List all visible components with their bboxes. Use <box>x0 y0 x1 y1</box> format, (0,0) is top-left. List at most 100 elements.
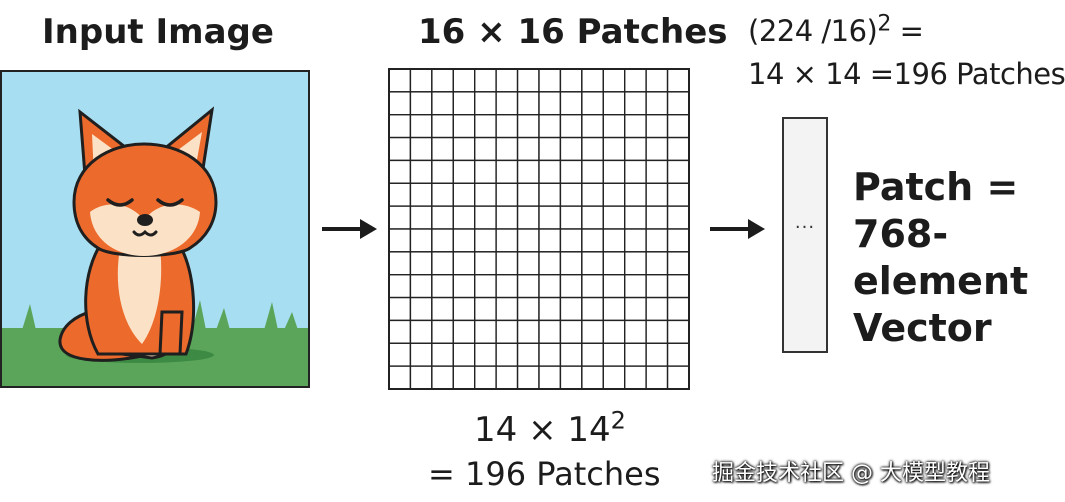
patch-cell <box>538 205 562 230</box>
patch-cell <box>474 205 497 230</box>
grass-tufts <box>22 300 298 330</box>
patch-cell <box>516 91 540 116</box>
patch-cell <box>474 319 497 344</box>
patch-cell <box>431 274 454 299</box>
right-arrow-icon <box>322 219 377 239</box>
patch-cell <box>431 319 454 344</box>
patch-cell <box>409 319 433 344</box>
patch-cell <box>559 274 583 299</box>
vector-label-line: Patch = <box>853 165 1019 209</box>
formula-equals: = <box>890 14 924 48</box>
patch-cell <box>495 205 519 230</box>
patch-cell <box>581 91 604 116</box>
patch-cell <box>645 228 669 253</box>
patch-cell <box>452 228 476 253</box>
patch-cell <box>602 319 626 344</box>
watermark: 掘金技术社区 @ 大模型教程 <box>712 461 990 486</box>
patch-cell <box>602 68 626 93</box>
patch-cell <box>538 365 562 390</box>
patch-cell <box>409 274 433 299</box>
patch-cell <box>409 228 433 253</box>
patch-cell <box>474 136 497 162</box>
patch-cell <box>538 91 562 116</box>
patch-cell <box>602 342 626 367</box>
patch-cell <box>666 91 690 116</box>
patch-cell <box>516 182 540 207</box>
fox-mouth <box>132 229 158 237</box>
patch-cell <box>624 91 647 116</box>
patch-cell <box>431 251 454 276</box>
patch-cell <box>495 228 519 253</box>
patch-cell <box>581 274 604 299</box>
patch-cell <box>388 296 412 322</box>
patch-cell <box>645 296 669 322</box>
patch-cell <box>559 91 583 116</box>
patch-cell <box>624 68 647 93</box>
patch-cell <box>495 68 519 93</box>
patch-cell <box>516 136 540 162</box>
patch-cell <box>581 182 604 207</box>
patch-cell <box>602 228 626 253</box>
vector-ellipsis: ··· <box>794 217 816 238</box>
patch-cell <box>431 296 454 322</box>
patch-cell <box>495 251 519 276</box>
patch-cell <box>602 159 626 184</box>
patch-cell <box>452 114 476 139</box>
patch-cell <box>388 342 412 367</box>
vector-label-line: element <box>853 259 1029 303</box>
patch-cell <box>409 296 433 322</box>
patch-cell <box>666 365 690 390</box>
patch-cell <box>538 228 562 253</box>
patch-cell <box>559 296 583 322</box>
patch-cell <box>559 159 583 184</box>
right-arrow-icon <box>710 219 765 239</box>
patch-count-formula-line2: 14 × 14 =196 Patches <box>748 57 1065 91</box>
patch-cell <box>495 159 519 184</box>
patch-cell <box>516 365 540 390</box>
patch-cell <box>559 342 583 367</box>
patch-cell <box>666 342 690 367</box>
patch-cell <box>624 365 647 390</box>
bottom-formula-line2: = 196 Patches <box>428 455 661 493</box>
patch-cell <box>452 274 476 299</box>
patch-cell <box>538 319 562 344</box>
patch-cell <box>581 68 604 93</box>
patch-cell <box>624 342 647 367</box>
patch-cell <box>474 68 497 93</box>
patch-cell <box>581 296 604 322</box>
patch-cell <box>666 68 690 93</box>
patch-cell <box>495 365 519 390</box>
patch-cell <box>474 182 497 207</box>
patch-cell <box>474 296 497 322</box>
patch-grid-border <box>388 68 690 390</box>
patch-cell <box>388 319 412 344</box>
patch-cell <box>559 205 583 230</box>
patch-cell <box>645 365 669 390</box>
patch-cell <box>666 319 690 344</box>
patch-cell <box>581 228 604 253</box>
vector-label-line: Vector <box>853 306 992 350</box>
fox-chest <box>117 248 162 344</box>
patch-cell <box>388 205 412 230</box>
patch-cell <box>474 251 497 276</box>
patch-cell <box>388 251 412 276</box>
patch-cell <box>666 296 690 322</box>
patch-cell <box>409 342 433 367</box>
patch-cell <box>431 136 454 162</box>
patch-cell <box>431 91 454 116</box>
patch-cell <box>452 342 476 367</box>
patch-cell <box>645 342 669 367</box>
vector-label-line: 768- <box>853 212 949 256</box>
patch-cell <box>516 228 540 253</box>
patch-cell <box>516 205 540 230</box>
patch-cell <box>495 319 519 344</box>
patch-cell <box>645 91 669 116</box>
patch-cell <box>431 228 454 253</box>
patch-cell <box>624 274 647 299</box>
patch-cell <box>388 91 412 116</box>
patch-cell <box>516 251 540 276</box>
patch-cell <box>474 159 497 184</box>
patch-cell <box>645 205 669 230</box>
patch-cell <box>538 342 562 367</box>
patch-cell <box>409 68 433 93</box>
